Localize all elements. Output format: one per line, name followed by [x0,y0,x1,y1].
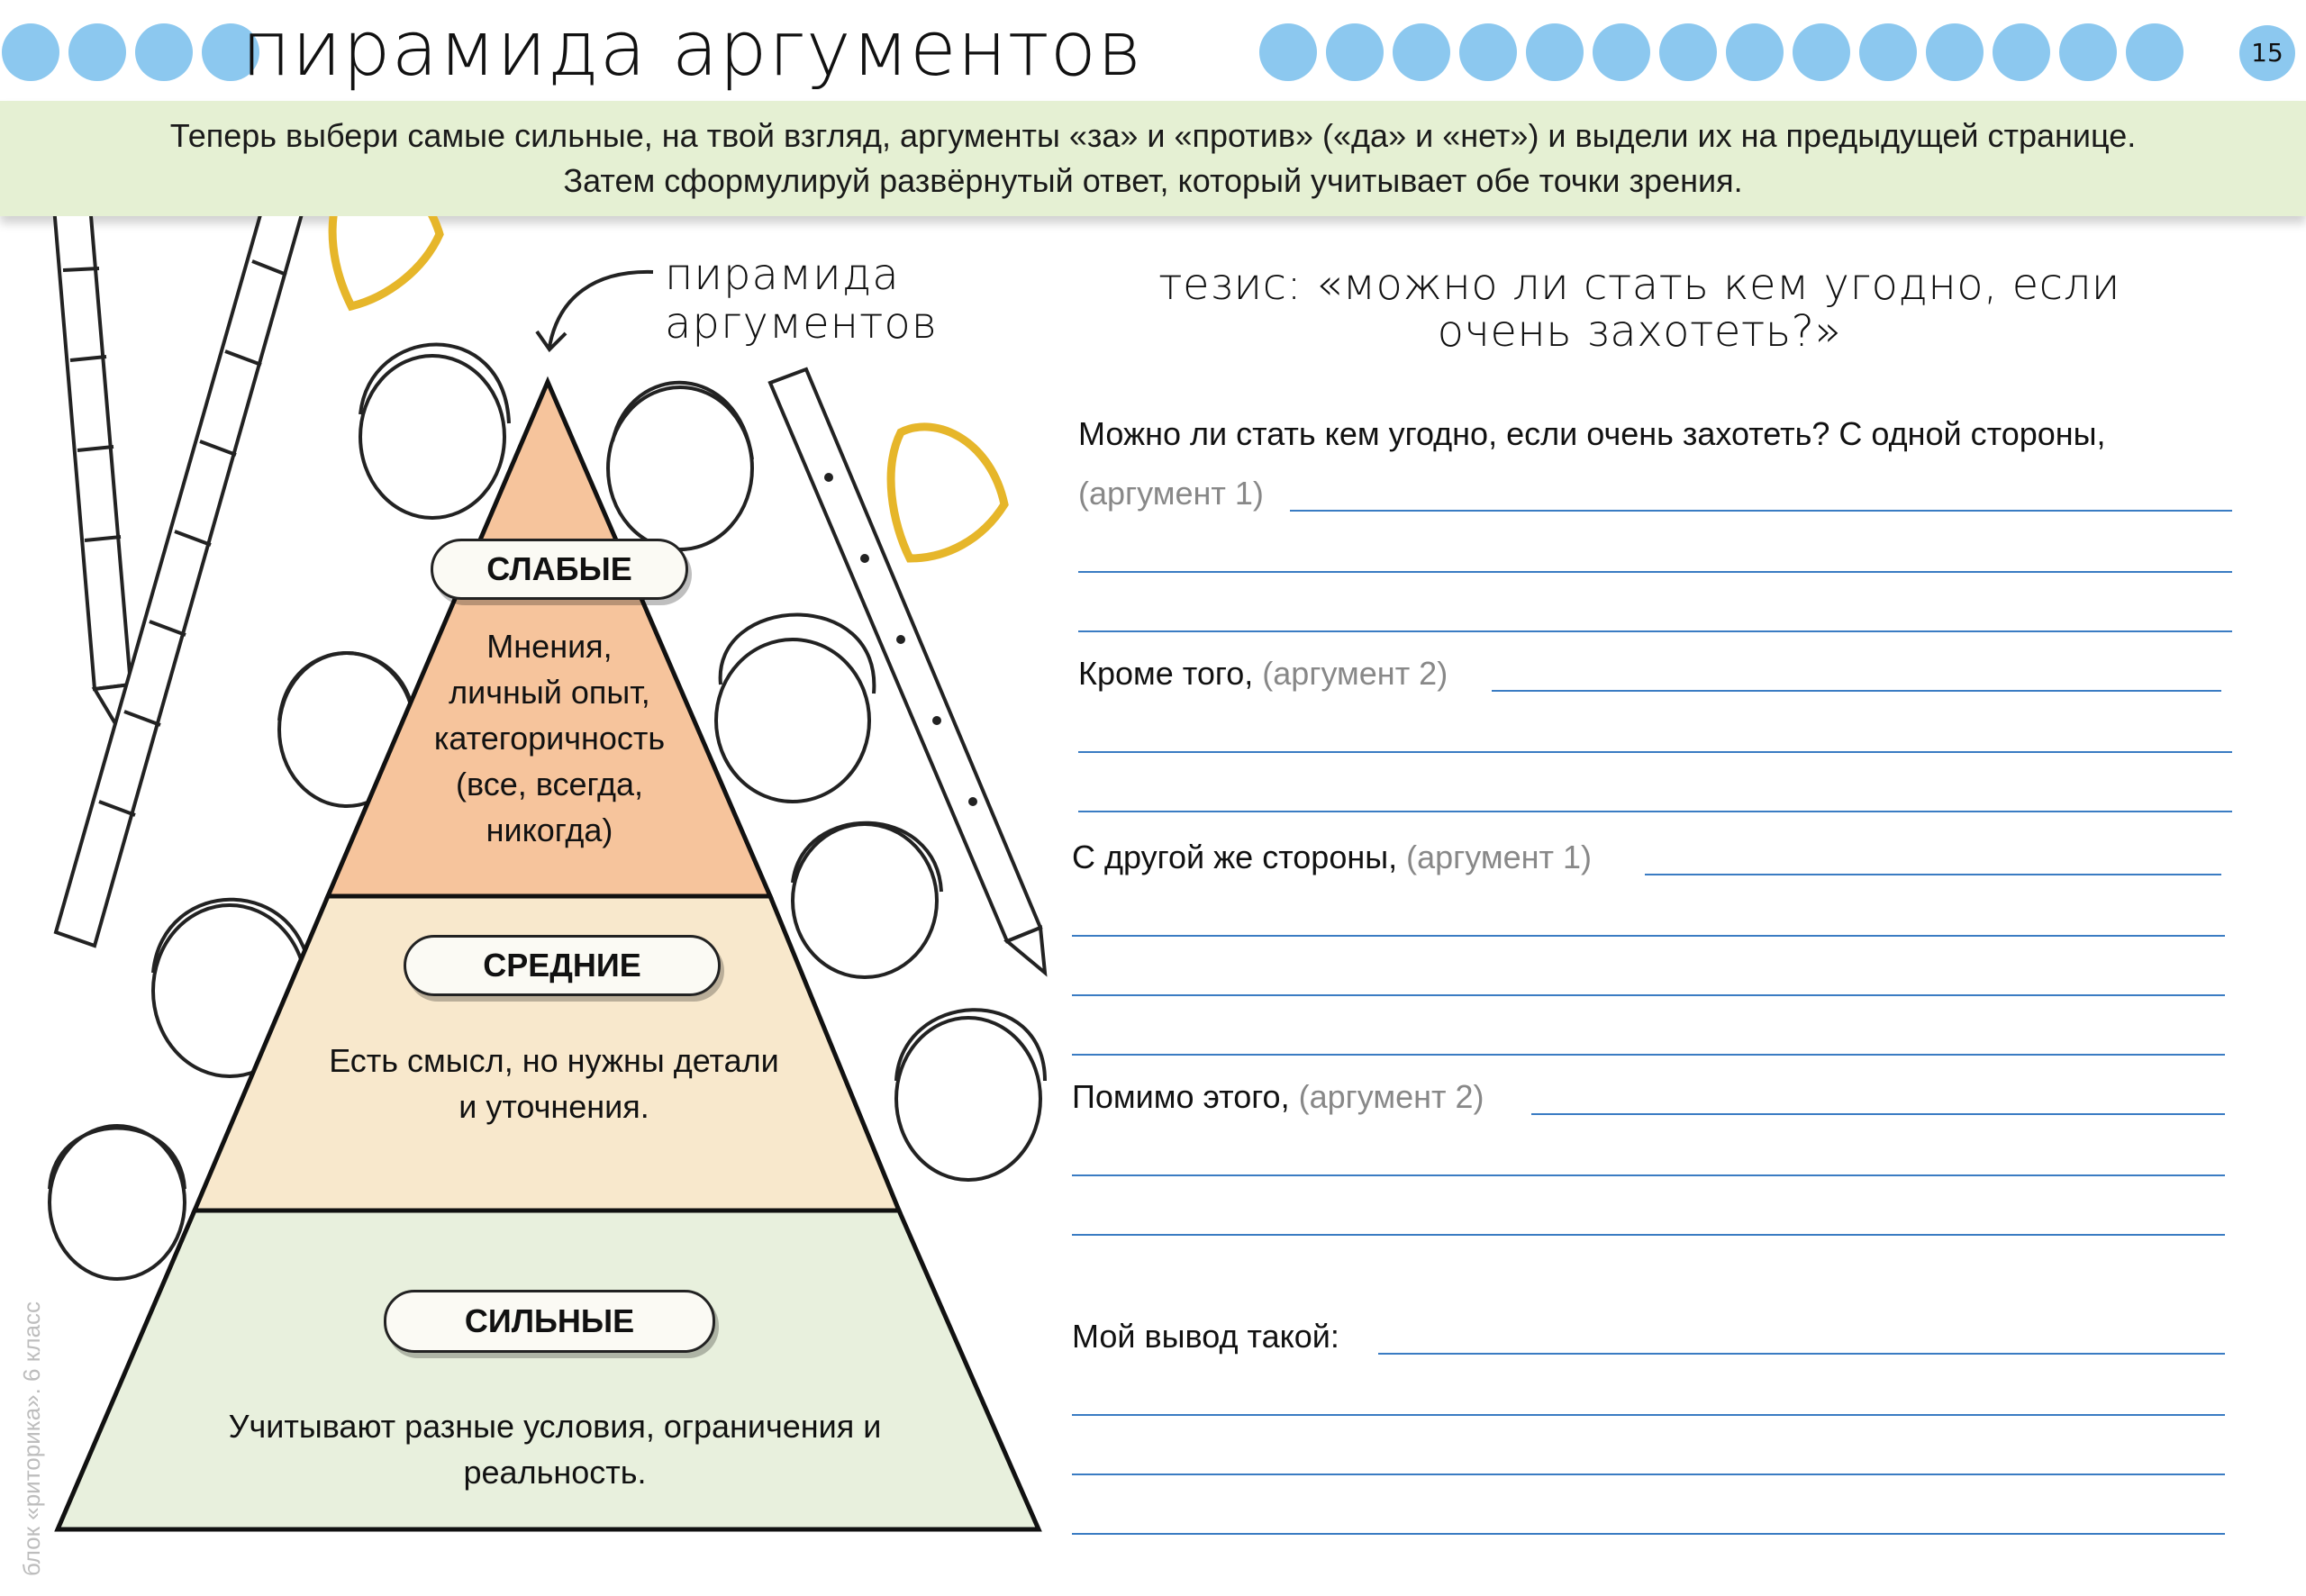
instruction-line-2: Затем сформулируй развёрнутый ответ, кот… [563,162,1743,199]
shavings-icon [328,216,444,312]
decor-dot [2126,23,2183,81]
answer-line[interactable] [1078,811,2232,812]
instruction-line-1: Теперь выбери самые сильные, на твой взг… [169,117,2137,154]
decor-dot [135,23,193,81]
answer-line[interactable] [1078,630,2232,632]
answer-line[interactable] [1072,1414,2225,1416]
answer-line[interactable] [1078,751,2232,753]
answer-line[interactable] [1645,874,2221,875]
answer-line[interactable] [1078,571,2232,573]
answer-line[interactable] [1072,1174,2225,1176]
level-label-medium: СРЕДНИЕ [404,935,721,996]
decor-dot [1393,23,1450,81]
argument-hint: (аргумент 1) [1078,475,1264,512]
desc-line: личный опыт, [449,674,650,711]
worksheet-question-2: Кроме того, (аргумент 2) [1078,654,1448,694]
page-header: пирамида аргументов 15 [0,0,2306,101]
answer-line[interactable] [1072,1054,2225,1056]
decor-dot [2059,23,2117,81]
level-desc-strong: Учитывают разные условия, ограничения и … [159,1403,951,1495]
desc-line: никогда) [486,812,613,848]
decor-dot [1926,23,1984,81]
desc-line: Мнения, [486,628,613,665]
decor-dot [1859,23,1917,81]
worksheet-question-1: Можно ли стать кем угодно, если очень за… [1078,414,2106,454]
level-label-weak: СЛАБЫЕ [431,539,688,600]
answer-line[interactable] [1378,1353,2225,1355]
argument-hint: (аргумент 2) [1298,1078,1484,1115]
worksheet-text: Мой вывод такой: [1072,1318,1339,1355]
header-dots-right [1259,23,2183,83]
answer-line[interactable] [1290,510,2232,512]
desc-line: реальность. [463,1454,647,1491]
curved-arrow-icon [548,269,654,348]
side-caption: блок «риторика». 6 класс [18,1301,45,1576]
decor-dot [2,23,59,81]
worksheet-text: С другой же стороны, [1072,839,1398,875]
answer-line[interactable] [1072,994,2225,996]
pencil-icon [52,216,133,735]
instruction-band: Теперь выбери самые сильные, на твой взг… [0,101,2306,216]
decor-dot [1526,23,1584,81]
answer-line[interactable] [1531,1113,2225,1115]
decor-dot [1459,23,1517,81]
worksheet-text: Помимо этого, [1072,1078,1290,1115]
thesis-line-1: тезис: «можно ли стать кем угодно, если [1158,259,2120,310]
decor-dot [1259,23,1317,81]
answer-line[interactable] [1072,1474,2225,1475]
desc-line: (все, всегда, [455,766,644,803]
decor-dot [1726,23,1784,81]
argument-hint: (аргумент 2) [1262,655,1448,692]
level-desc-weak: Мнения, личный опыт, категоричность (все… [387,623,712,853]
decor-dot [1993,23,2050,81]
pencil-icon [767,367,1048,977]
worksheet-question-3: С другой же стороны, (аргумент 1) [1072,838,1592,877]
worksheet-text: Можно ли стать кем угодно, если очень за… [1078,415,2106,452]
thesis-heading: тезис: «можно ли стать кем угодно, если … [1126,261,2153,355]
level-desc-medium: Есть смысл, но нужны детали и уточнения. [270,1038,838,1129]
header-dots-left [2,23,259,83]
pencil-icon [53,216,304,948]
desc-line: Учитывают разные условия, ограничения и [228,1408,882,1445]
answer-line[interactable] [1072,1234,2225,1236]
answer-line[interactable] [1072,935,2225,937]
pyramid-note-line-2: аргументов [665,298,938,349]
answer-line[interactable] [1072,1533,2225,1535]
shavings-icon [886,422,1009,563]
worksheet-hint-argument-1: (аргумент 1) [1078,474,1264,513]
level-label-strong: СИЛЬНЫЕ [384,1290,715,1353]
decor-dot [1793,23,1850,81]
worksheet-text: Кроме того, [1078,655,1254,692]
argument-hint: (аргумент 1) [1406,839,1593,875]
decor-dot [1326,23,1384,81]
desc-line: Есть смысл, но нужны детали [329,1042,779,1079]
desc-line: и уточнения. [458,1088,649,1125]
decor-dot [1593,23,1650,81]
desc-line: категоричность [433,720,666,757]
pyramid-note-line-1: пирамида [665,249,900,300]
decor-dot [68,23,126,81]
pyramid-level-strong [54,1208,1042,1532]
pyramid-drawing [48,216,1048,1532]
worksheet-conclusion: Мой вывод такой: [1072,1317,1339,1356]
answer-line[interactable] [1492,690,2221,692]
decor-dot [1659,23,1717,81]
worksheet-question-4: Помимо этого, (аргумент 2) [1072,1077,1484,1117]
thesis-line-2: очень захотеть?» [1437,306,1842,357]
pyramid-illustration: пирамида аргументов СЛАБЫЕ Мнения, личны… [0,216,1126,1596]
children-illustration [48,342,1047,1281]
decor-dot [202,23,259,81]
arrow-head [535,330,567,353]
page-number: 15 [2239,25,2295,81]
page-title: пирамида аргументов [241,5,1143,93]
pyramid-note: пирамида аргументов [665,250,938,348]
